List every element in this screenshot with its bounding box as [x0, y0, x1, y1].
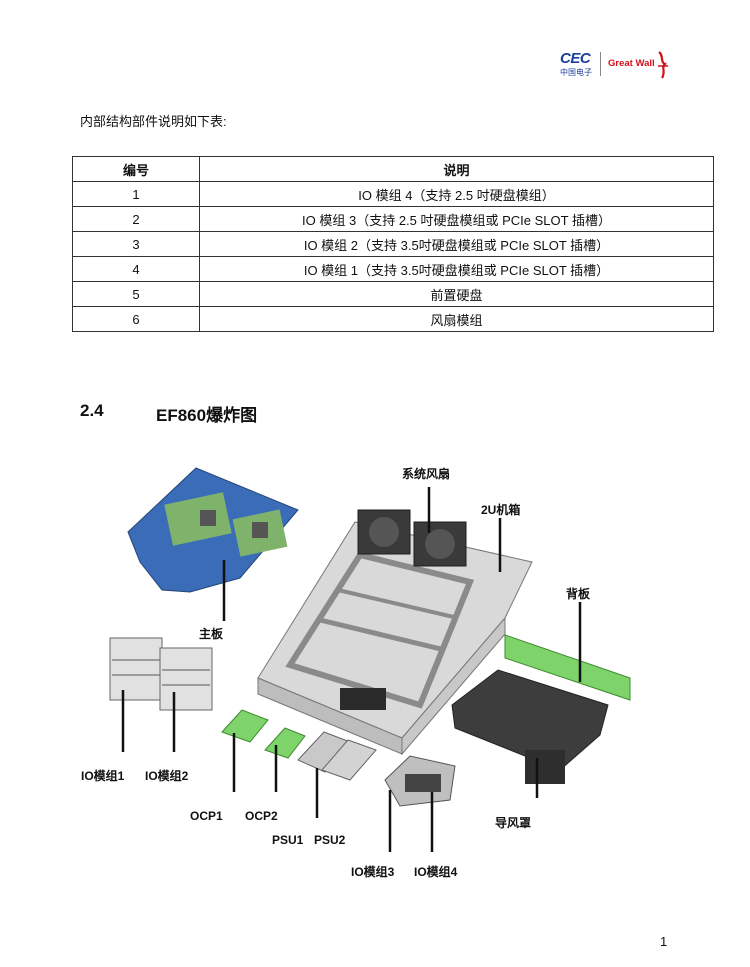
label-2u-chassis: 2U机箱 [481, 503, 521, 517]
table-cell-description: 前置硬盘 [199, 281, 714, 307]
label-io-module-4: IO模组4 [414, 865, 458, 879]
label-psu2: PSU2 [314, 833, 346, 847]
label-backplane: 背板 [566, 587, 591, 601]
table-cell-number: 6 [72, 306, 200, 332]
label-air-duct: 导风罩 [495, 816, 532, 830]
label-ocp1: OCP1 [190, 809, 223, 823]
label-io-module-3: IO模组3 [351, 865, 395, 879]
table-cell-number: 2 [72, 206, 200, 232]
page-number: 1 [660, 934, 668, 949]
table-header-row: 编号 说明 [72, 156, 714, 182]
label-system-fan: 系统风扇 [402, 467, 451, 481]
mainboard-drawing [127, 467, 299, 593]
label-psu1: PSU1 [272, 833, 304, 847]
exploded-view-illustration [109, 467, 631, 852]
table-cell-number: 1 [72, 181, 200, 207]
table-cell-number: 3 [72, 231, 200, 257]
section-title: EF860爆炸图 [156, 406, 258, 425]
table-cell-description: IO 模组 4（支持 2.5 吋硬盘模组） [199, 181, 714, 207]
table-cell-description: 风扇模组 [199, 306, 714, 332]
io-modules-1-2-drawing [109, 637, 213, 711]
backplane-drawing [504, 634, 631, 701]
greatwall-logo-text: Great Wall [608, 58, 655, 69]
psu-drawing [297, 731, 377, 781]
table-cell-number: 4 [72, 256, 200, 282]
intro-text: 内部结构部件说明如下表: [80, 114, 227, 129]
table-header-description: 说明 [199, 156, 714, 182]
table-header-number: 编号 [72, 156, 200, 182]
label-ocp2: OCP2 [245, 809, 278, 823]
label-io-module-2: IO模组2 [145, 769, 189, 783]
system-fans-drawing [357, 509, 467, 567]
label-mainboard: 主板 [199, 627, 224, 641]
air-duct-drawing [451, 669, 609, 784]
company-logo: CEC 中国电子 Great Wall [560, 50, 690, 86]
table-cell-description: IO 模组 3（支持 2.5 吋硬盘模组或 PCIe SLOT 插槽） [199, 206, 714, 232]
chassis-drawing [257, 521, 533, 756]
table-cell-number: 5 [72, 281, 200, 307]
leader-lines [121, 487, 582, 852]
table-cell-description: IO 模组 1（支持 3.5吋硬盘模组或 PCIe SLOT 插槽） [199, 256, 714, 282]
section-number: 2.4 [80, 401, 104, 420]
greatwall-emblem-icon [658, 51, 668, 79]
cec-logo-subtext: 中国电子 [560, 68, 592, 77]
cec-logo-text: CEC [560, 50, 591, 67]
logo-separator [600, 52, 601, 76]
io-modules-3-4-drawing [384, 755, 456, 807]
table-cell-description: IO 模组 2（支持 3.5吋硬盘模组或 PCIe SLOT 插槽） [199, 231, 714, 257]
label-io-module-1: IO模组1 [81, 769, 125, 783]
exploded-view-figure: 系统风扇 2U机箱 背板 主板 IO模组1 IO模组2 OCP1 OCP2 PS… [0, 440, 750, 900]
